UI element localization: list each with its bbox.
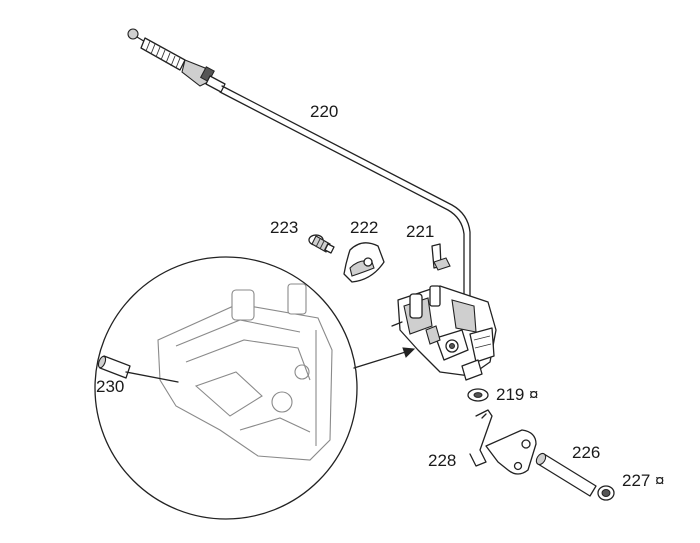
part-222-plate[interactable] [343, 242, 385, 283]
part-223-bolt[interactable] [308, 234, 335, 254]
callout-230: 230 [96, 377, 124, 396]
selector-assembly[interactable] [391, 285, 497, 381]
part-226-pin[interactable] [534, 452, 597, 497]
callout-228: 228 [428, 451, 456, 470]
note-mark-219: ¤ [529, 385, 538, 404]
callout-220: 220 [310, 102, 338, 121]
part-221-clip[interactable] [431, 243, 451, 271]
detail-housing-sketch [157, 283, 333, 461]
note-mark-227: ¤ [655, 471, 664, 490]
callout-226: 226 [572, 443, 600, 462]
callout-222: 222 [350, 218, 378, 237]
part-228-lever[interactable] [469, 409, 537, 475]
part-220-cable[interactable] [127, 28, 471, 301]
part-227-ring[interactable] [597, 485, 615, 501]
detail-arrow [353, 347, 416, 369]
callout-227: 227 [622, 471, 650, 490]
callout-223: 223 [270, 218, 298, 237]
cable-boot [140, 37, 186, 71]
callout-219: 219 [496, 385, 524, 404]
detail-circle [94, 256, 358, 520]
callout-221: 221 [406, 222, 434, 241]
part-219-washer[interactable] [467, 388, 489, 402]
part-230-plug[interactable] [97, 355, 179, 383]
